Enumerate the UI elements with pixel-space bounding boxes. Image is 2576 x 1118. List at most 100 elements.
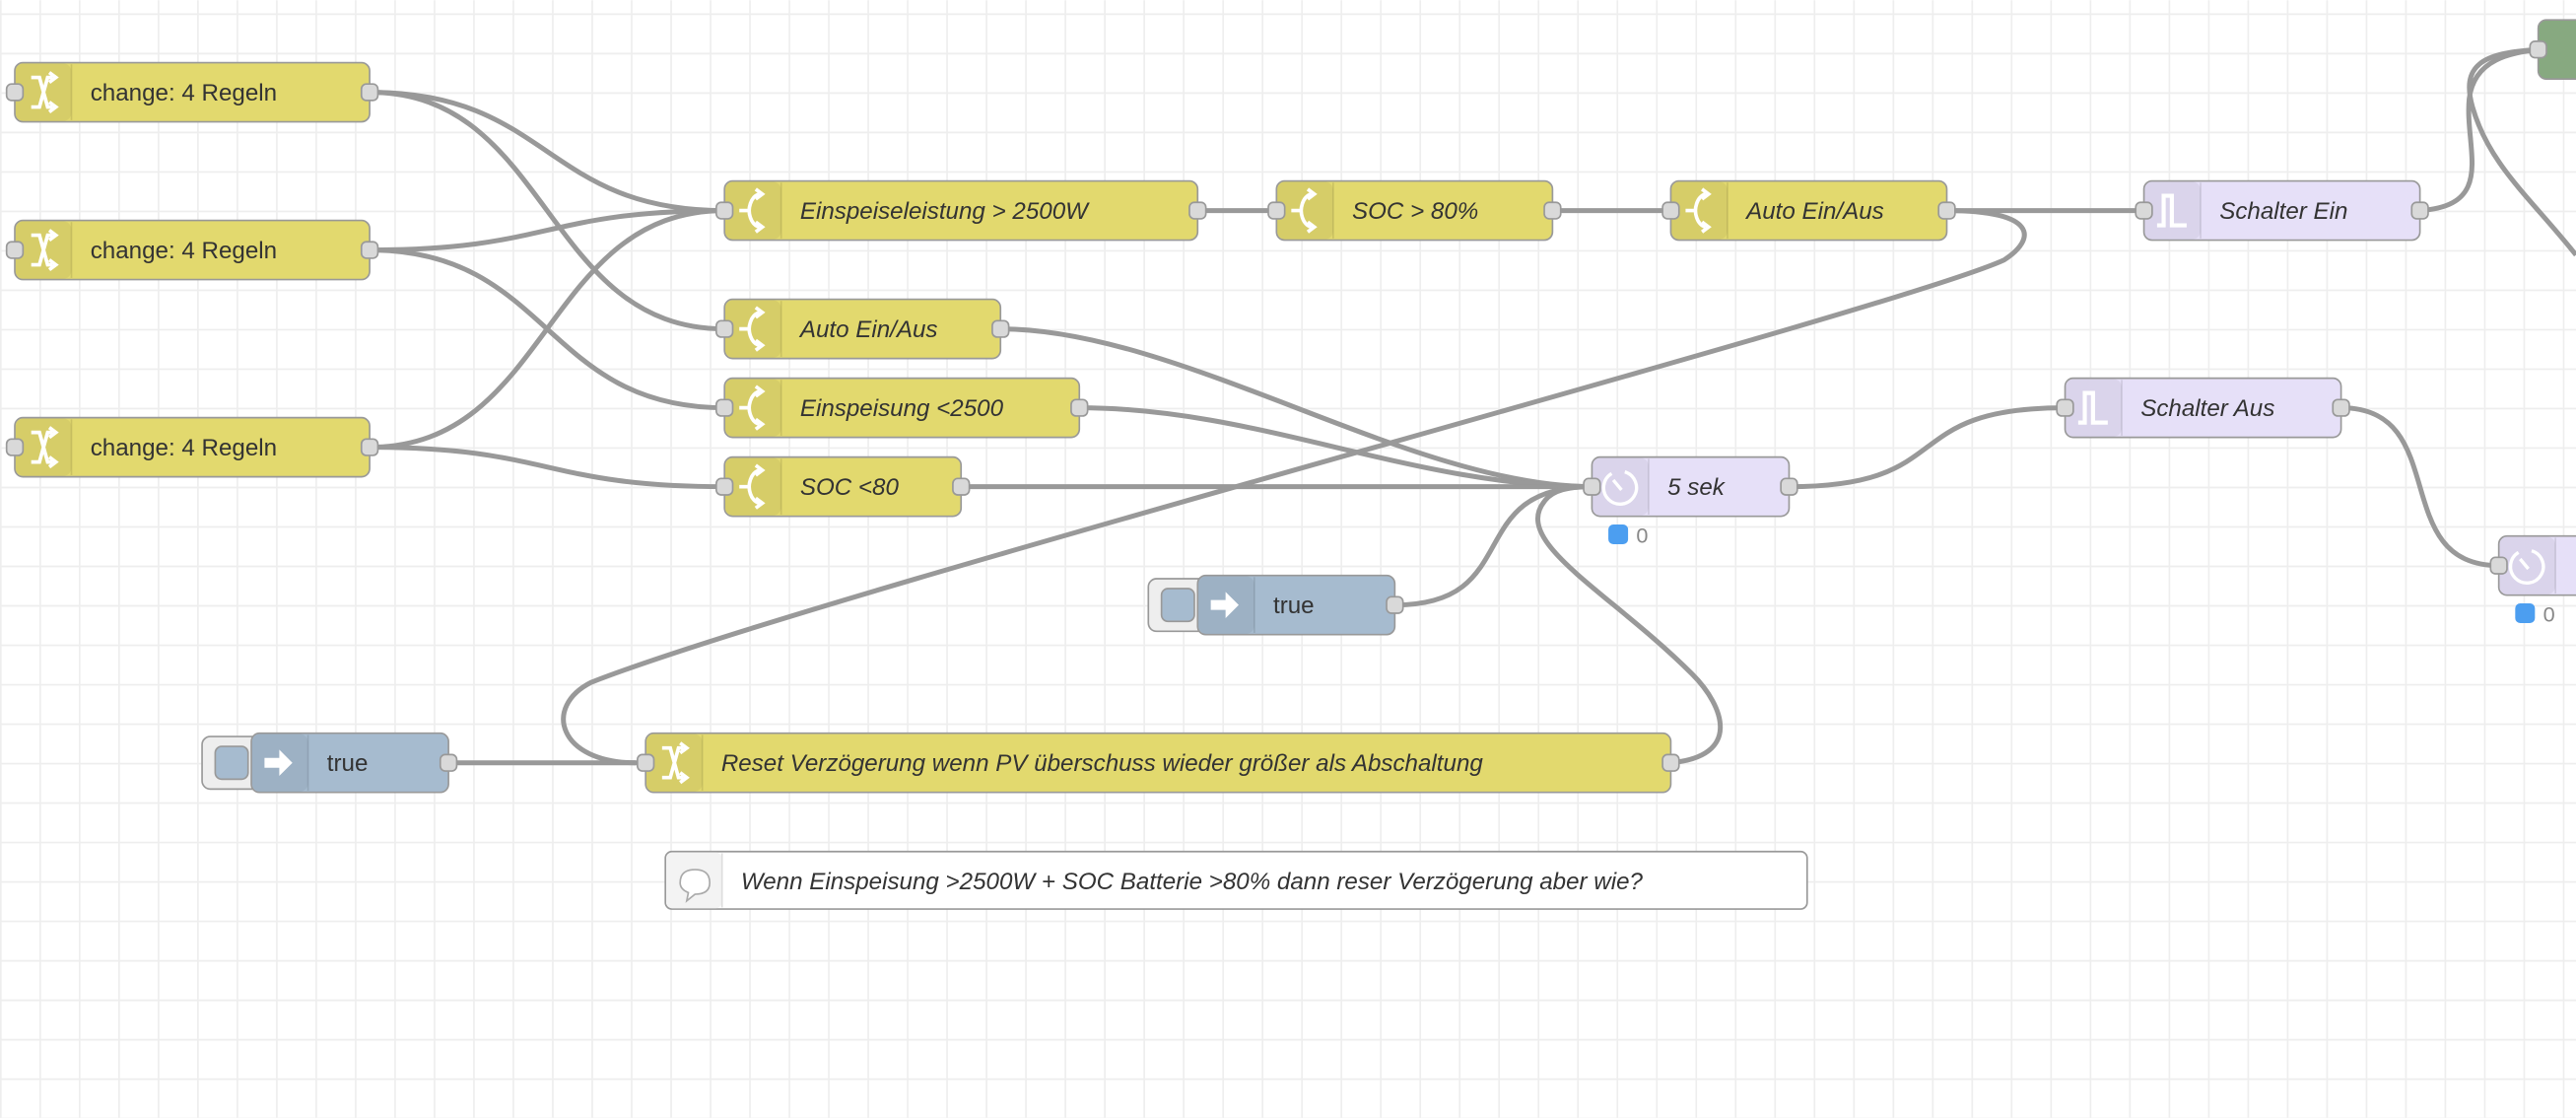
pulse-icon	[2156, 193, 2187, 228]
input-port[interactable]	[5, 241, 25, 259]
node-label: SOC > 80%	[1352, 198, 1478, 225]
input-port[interactable]	[2056, 398, 2074, 417]
wire-reset-delay5[interactable]	[1535, 484, 1724, 766]
node-label: Reset Verzögerung wenn PV überschuss wie…	[721, 750, 1484, 777]
node-label: 5 sek	[1667, 474, 1727, 501]
timer-icon	[2508, 549, 2545, 585]
wire-trig_aus-delay2[interactable]	[2340, 405, 2499, 569]
input-port[interactable]	[1267, 201, 1286, 220]
output-port[interactable]	[1070, 398, 1089, 417]
node-label: Auto Ein/Aus	[1744, 198, 1884, 225]
output-port[interactable]	[1661, 753, 1680, 772]
output-port[interactable]	[1543, 201, 1562, 220]
output-port[interactable]	[1386, 595, 1404, 614]
shuffle-icon	[31, 426, 59, 469]
input-port[interactable]	[5, 438, 25, 456]
wire-change2-sw_einspeise[interactable]	[370, 208, 725, 253]
shuffle-icon	[31, 71, 59, 114]
node-label: SOC <80	[800, 474, 900, 501]
input-port[interactable]	[715, 477, 734, 496]
node-change3[interactable]: change: 4 Regeln	[5, 416, 379, 478]
input-port[interactable]	[636, 753, 655, 772]
input-port[interactable]	[715, 319, 734, 338]
node-change2[interactable]: change: 4 Regeln	[5, 219, 379, 281]
input-port[interactable]	[715, 201, 734, 220]
node-sw_soc80[interactable]: SOC > 80%	[1267, 179, 1562, 242]
wire-delay5-trig_aus[interactable]	[1789, 405, 2066, 490]
node-label: Auto Ein/Aus	[798, 316, 938, 343]
switch-icon	[1685, 187, 1712, 234]
output-port[interactable]	[439, 753, 458, 772]
wire-auto1-reset[interactable]	[561, 208, 2027, 766]
wire-sw_auto2-delay5[interactable]	[1000, 326, 1593, 490]
status-dot-icon	[2515, 603, 2536, 624]
switch-icon	[739, 187, 766, 234]
status-text: 0	[2543, 601, 2555, 626]
arrow-in-icon	[1210, 592, 1239, 619]
timer-icon	[1601, 470, 1639, 506]
status-dot-icon	[1608, 524, 1629, 544]
wires	[370, 46, 2576, 766]
output-port[interactable]	[952, 477, 971, 496]
wire-sw_einsp2500-delay5[interactable]	[1079, 405, 1593, 490]
output-port[interactable]	[1780, 477, 1798, 496]
pulse-icon	[2077, 390, 2108, 425]
wire-change3-sw_soclt80[interactable]	[370, 445, 725, 490]
output-port[interactable]	[1937, 201, 1956, 220]
shuffle-icon	[661, 741, 690, 785]
output-port[interactable]	[991, 319, 1010, 338]
switch-icon	[739, 384, 766, 431]
node-reset[interactable]: Reset Verzögerung wenn PV überschuss wie…	[636, 732, 1680, 794]
node-label: true	[327, 750, 369, 777]
node-label: change: 4 Regeln	[91, 80, 277, 106]
input-port[interactable]	[2489, 556, 2508, 575]
wire-trigein-out2[interactable]	[2467, 46, 2576, 257]
output-port[interactable]	[2410, 201, 2429, 220]
output-port[interactable]	[2332, 398, 2350, 417]
node-label: Schalter Ein	[2219, 198, 2347, 225]
output-port[interactable]	[1188, 201, 1207, 220]
switch-icon	[739, 463, 766, 510]
wire-inject1-delay5[interactable]	[1394, 484, 1593, 608]
nodes: change: 4 Regeln change: 4 Regeln change: …	[5, 19, 2576, 794]
input-port[interactable]	[2529, 40, 2547, 59]
node-label: true	[1273, 593, 1315, 619]
node-trig_aus[interactable]: Schalter Aus	[2056, 377, 2350, 439]
switch-icon	[1291, 187, 1318, 234]
node-sw_auto1[interactable]: Auto Ein/Aus	[1661, 179, 1956, 242]
node-delay2[interactable]: 0	[2489, 534, 2576, 627]
input-port[interactable]	[1661, 201, 1680, 220]
switch-icon	[739, 306, 766, 352]
node-sw_einsp2500[interactable]: Einspeisung <2500	[715, 377, 1089, 439]
output-port[interactable]	[360, 241, 379, 259]
node-trig_ein[interactable]: Schalter Ein	[2135, 179, 2429, 242]
wire-change1-sw_auto2[interactable]	[370, 90, 725, 332]
input-port[interactable]	[5, 83, 25, 102]
status-text: 0	[1636, 523, 1648, 547]
shuffle-icon	[31, 229, 59, 272]
node-sw_einspeise[interactable]: Einspeiseleistung > 2500W	[715, 179, 1207, 242]
node-sw_soclt80[interactable]: SOC <80	[715, 455, 971, 518]
node-label: Schalter Aus	[2140, 395, 2274, 422]
wire-change3-sw_einspeise[interactable]	[370, 208, 725, 451]
node-inject2[interactable]: true	[201, 732, 458, 794]
comment-node[interactable]: Wenn Einspeisung >2500W + SOC Batterie >…	[664, 850, 1808, 910]
wire-change1-sw_einspeise[interactable]	[370, 90, 725, 214]
comment-icon	[679, 869, 712, 903]
node-change1[interactable]: change: 4 Regeln	[5, 61, 379, 123]
input-port[interactable]	[2135, 201, 2153, 220]
node-sw_auto2[interactable]: Auto Ein/Aus	[715, 298, 1010, 360]
node-label: Einspeisung <2500	[800, 395, 1004, 422]
node-label: change: 4 Regeln	[91, 435, 277, 461]
arrow-in-icon	[264, 749, 293, 777]
node-delay5[interactable]: 5 sek 0	[1583, 455, 1798, 548]
output-port[interactable]	[360, 438, 379, 456]
node-inject1[interactable]: true	[1147, 574, 1404, 636]
input-port[interactable]	[715, 398, 734, 417]
input-port[interactable]	[1583, 477, 1601, 496]
output-port[interactable]	[360, 83, 379, 102]
node-out_green[interactable]	[2529, 19, 2576, 81]
node-label: Einspeiseleistung > 2500W	[800, 198, 1090, 225]
